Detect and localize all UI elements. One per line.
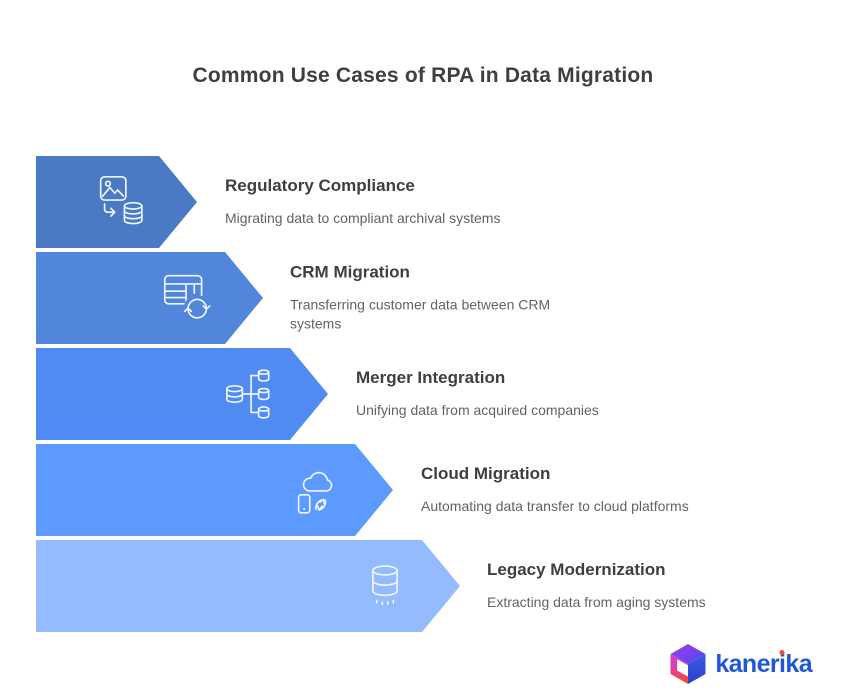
arrow-banner [36,156,197,248]
use-case-description: Unifying data from acquired companies [356,402,599,419]
database-extract-icon [354,555,416,617]
use-case-row: Cloud Migration Automating data transfer… [0,444,846,536]
use-case-description: Automating data transfer to cloud platfo… [421,498,689,515]
use-case-description: Extracting data from aging systems [487,594,706,611]
use-case-text: Merger Integration Unifying data from ac… [356,368,599,420]
use-case-list: Regulatory Compliance Migrating data to … [0,156,846,636]
kanerika-logo: kanerika [668,641,813,687]
image-file-to-database-icon [91,171,153,233]
kanerika-cube-icon [668,641,708,687]
use-case-text: Regulatory Compliance Migrating data to … [225,176,500,228]
use-case-text: Legacy Modernization Extracting data fro… [487,560,706,612]
arrow-banner [36,348,328,440]
use-case-title: Merger Integration [356,368,506,388]
use-case-description: Migrating data to compliant archival sys… [225,210,501,227]
use-case-row: Legacy Modernization Extracting data fro… [0,540,846,632]
page-title: Common Use Cases of RPA in Data Migratio… [192,64,654,87]
use-case-title: Regulatory Compliance [225,176,415,196]
use-case-row: CRM Migration Transferring customer data… [0,252,846,344]
arrow-banner [36,252,263,344]
arrow-banner [36,444,393,536]
use-case-row: Regulatory Compliance Migrating data to … [0,156,846,248]
use-case-text: CRM Migration Transferring customer data… [290,263,582,334]
table-sync-icon [157,267,219,329]
use-case-title: Legacy Modernization [487,560,666,580]
use-case-description: Transferring customer data between CRM s… [290,296,551,332]
use-case-title: CRM Migration [290,262,410,282]
use-case-row: Merger Integration Unifying data from ac… [0,348,846,440]
kanerika-wordmark: kanerika [715,649,812,678]
accent-dot-letter: i [779,649,786,678]
use-case-text: Cloud Migration Automating data transfer… [421,464,689,516]
device-cloud-sync-icon [287,459,349,521]
database-merge-icon [222,363,284,425]
use-case-title: Cloud Migration [421,464,551,484]
arrow-banner [36,540,460,632]
